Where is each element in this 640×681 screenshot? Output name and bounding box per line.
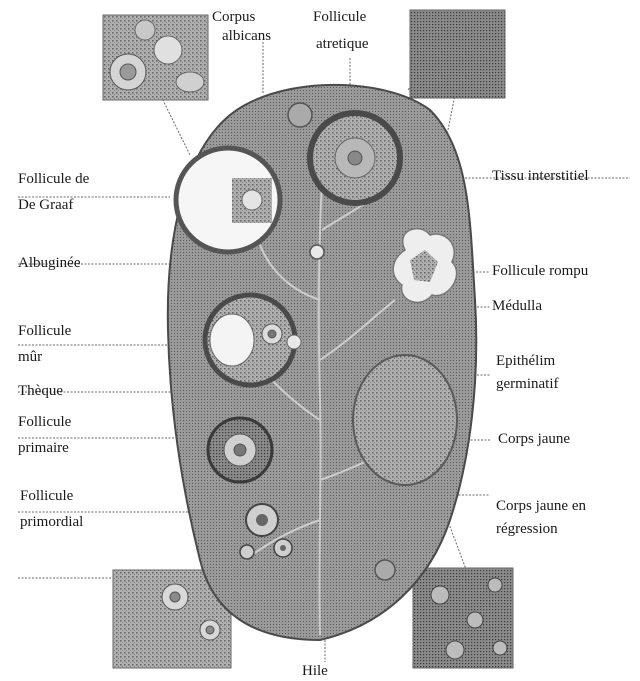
label-corpus-albicans-1: Corpus	[212, 8, 255, 27]
label-follicule-mur-2: mûr	[18, 348, 42, 367]
label-corps-jaune: Corps jaune	[498, 430, 570, 449]
inset-top-left	[103, 15, 208, 100]
inset-bottom-right	[413, 568, 513, 668]
label-hile: Hile	[302, 662, 328, 681]
label-follicule-primaire-2: primaire	[18, 439, 69, 458]
label-follicule-primordial-2: primordial	[20, 513, 83, 532]
label-follicule-atretique-1: Follicule	[313, 8, 366, 27]
small-follicle	[288, 103, 312, 127]
label-theque: Thèque	[18, 382, 63, 401]
ruptured-follicle	[393, 229, 456, 303]
small-follicle	[310, 245, 324, 259]
label-follicule-atretique-2: atretique	[316, 35, 368, 54]
label-follicule-primaire-1: Follicule	[18, 413, 71, 432]
small-follicle	[375, 560, 395, 580]
label-medulla: Médulla	[492, 297, 542, 316]
primary-follicle	[208, 418, 272, 482]
label-corpus-albicans-2: albicans	[222, 27, 271, 46]
label-follicule-de-graaf-2: De Graaf	[18, 196, 73, 215]
label-follicule-rompu: Follicule rompu	[492, 262, 588, 281]
label-follicule-mur-1: Follicule	[18, 322, 71, 341]
label-follicule-de-graaf-1: Follicule de	[18, 170, 89, 189]
inset-top-right	[410, 10, 505, 98]
label-follicule-primordial-1: Follicule	[20, 487, 73, 506]
label-corps-jaune-regression-1: Corps jaune en	[496, 497, 586, 516]
label-corps-jaune-regression-2: régression	[496, 520, 558, 539]
corpus-luteum	[353, 355, 457, 485]
label-albuginee: Albuginée	[18, 254, 80, 273]
atretic-follicle	[310, 113, 400, 203]
label-epithelium-1: Epithélim	[496, 352, 555, 371]
graafian-follicle	[176, 148, 280, 252]
label-epithelium-2: germinatif	[496, 375, 558, 394]
label-tissu-interstitiel: Tissu interstitiel	[492, 167, 589, 186]
